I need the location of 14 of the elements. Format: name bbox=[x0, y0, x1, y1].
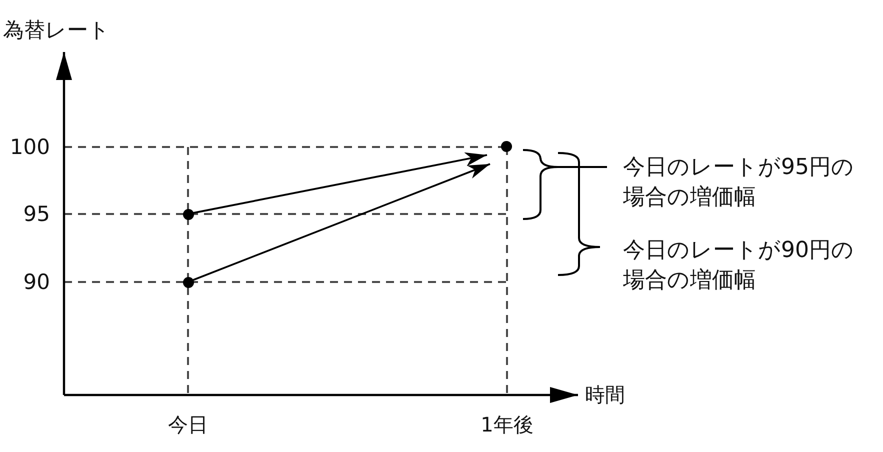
axis-title: 時間 bbox=[585, 384, 625, 406]
data-point bbox=[182, 276, 194, 288]
annotation-text: 今日のレートが95円の場合の増価幅 bbox=[623, 154, 855, 212]
tick-label: 1年後 bbox=[480, 414, 534, 436]
axis-title: 為替レート bbox=[3, 18, 110, 42]
arrow bbox=[192, 163, 490, 281]
arrow bbox=[193, 152, 488, 214]
data-point bbox=[500, 140, 512, 152]
data-point bbox=[182, 208, 194, 220]
annotation-text: 今日のレートが90円の場合の増価幅 bbox=[623, 237, 855, 295]
tick-label: 今日 bbox=[168, 414, 208, 436]
tick-label: 95 bbox=[23, 202, 50, 226]
tick-label: 90 bbox=[23, 270, 50, 294]
tick-label: 100 bbox=[10, 134, 50, 160]
